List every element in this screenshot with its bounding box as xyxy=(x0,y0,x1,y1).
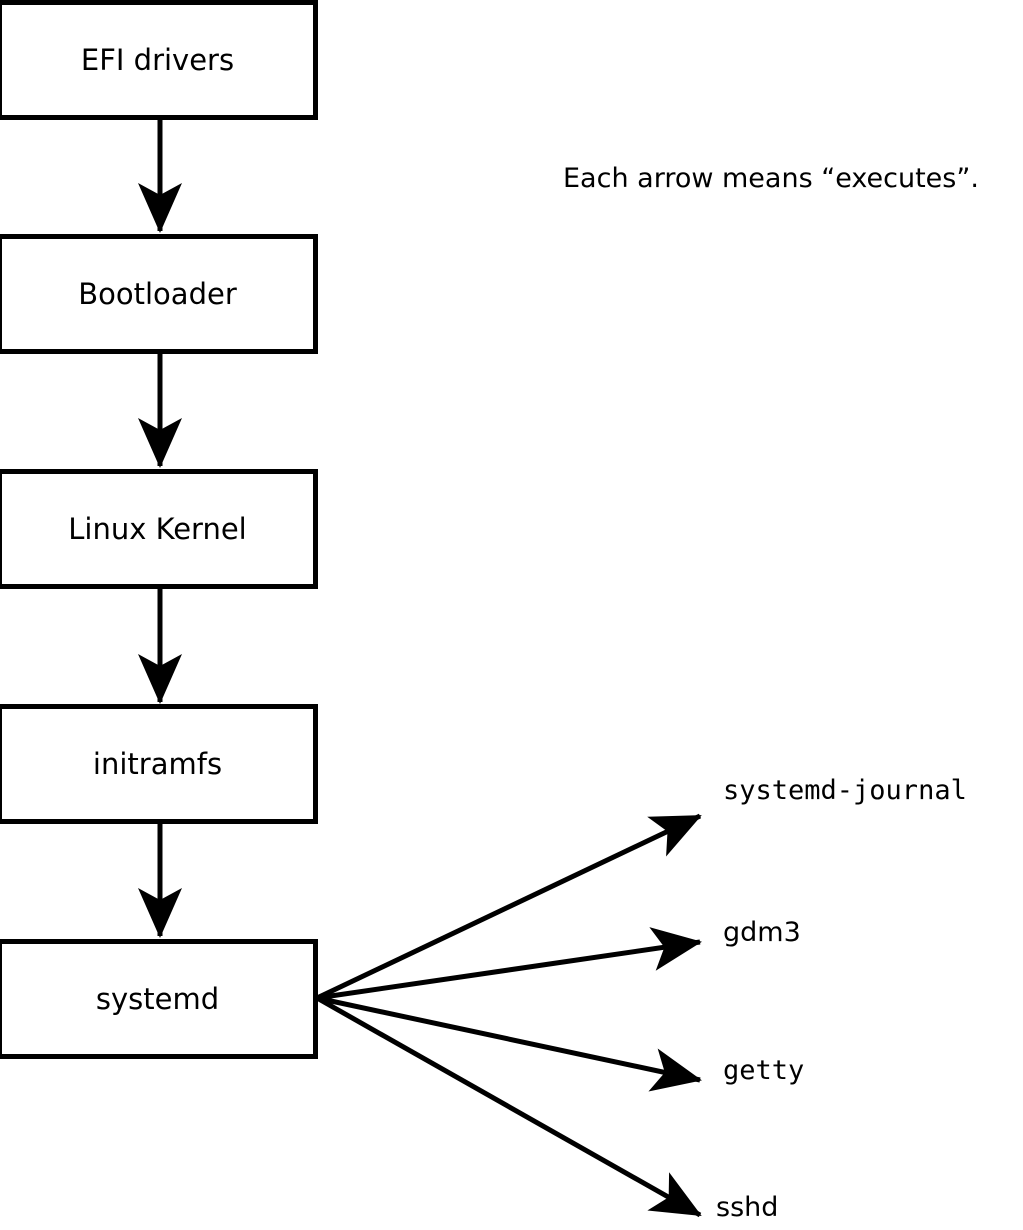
node-label-bootloader: Bootloader xyxy=(78,276,237,311)
diagram-caption: Each arrow means “executes”. xyxy=(563,163,979,194)
node-label-systemd: systemd xyxy=(95,981,220,1016)
arrow-systemd-to-gdm3 xyxy=(316,927,702,1001)
node-label-systemd-journal[interactable]: systemd-journal xyxy=(723,775,967,806)
node-systemd[interactable]: systemd xyxy=(0,939,318,1059)
node-label-gdm3[interactable]: gdm3 xyxy=(723,917,801,948)
arrow-systemd-to-getty xyxy=(316,995,702,1092)
node-label-efi-drivers: EFI drivers xyxy=(80,42,235,77)
node-label-sshd[interactable]: sshd xyxy=(716,1192,779,1223)
arrow-systemd-to-sshd xyxy=(315,995,702,1218)
node-initramfs[interactable]: initramfs xyxy=(0,704,318,824)
arrow-systemd-to-systemd-journal xyxy=(315,813,702,1001)
node-linux-kernel[interactable]: Linux Kernel xyxy=(0,469,318,589)
node-label-initramfs: initramfs xyxy=(92,746,223,781)
node-bootloader[interactable]: Bootloader xyxy=(0,234,318,354)
node-efi-drivers[interactable]: EFI drivers xyxy=(0,0,318,120)
node-label-getty[interactable]: getty xyxy=(723,1055,805,1086)
node-label-linux-kernel: Linux Kernel xyxy=(68,511,247,546)
